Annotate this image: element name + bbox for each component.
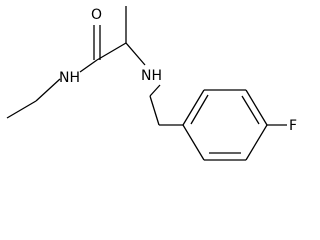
- amide-nitrogen-label: NH: [59, 70, 80, 86]
- benzene-ring: [182, 89, 268, 161]
- ring-bond-3: [245, 124, 268, 161]
- ring-inner-bond-a: [190, 94, 209, 125]
- bond-ethyl-ch2-nh: [35, 78, 61, 102]
- ring-bond-4: [245, 89, 268, 126]
- bond-carbonyl-alpha: [96, 42, 127, 61]
- bond-alpha-amine: [125, 42, 146, 66]
- fluorine-label: F: [289, 118, 297, 134]
- chemical-structure-diagram: O NH NH F: [6, 6, 297, 161]
- ring-bond-1: [182, 124, 205, 161]
- bond-ch2-ch2: [149, 95, 160, 126]
- ring-bond-6: [182, 89, 205, 126]
- ring-inner-bond-c: [241, 95, 260, 125]
- amine-nitrogen-label: NH: [141, 68, 162, 84]
- oxygen-label: O: [91, 7, 102, 23]
- bond-ethyl-ch3-ch2: [6, 100, 37, 119]
- bond-amine-ch2: [149, 84, 161, 97]
- bond-nh-carbonyl: [79, 59, 98, 73]
